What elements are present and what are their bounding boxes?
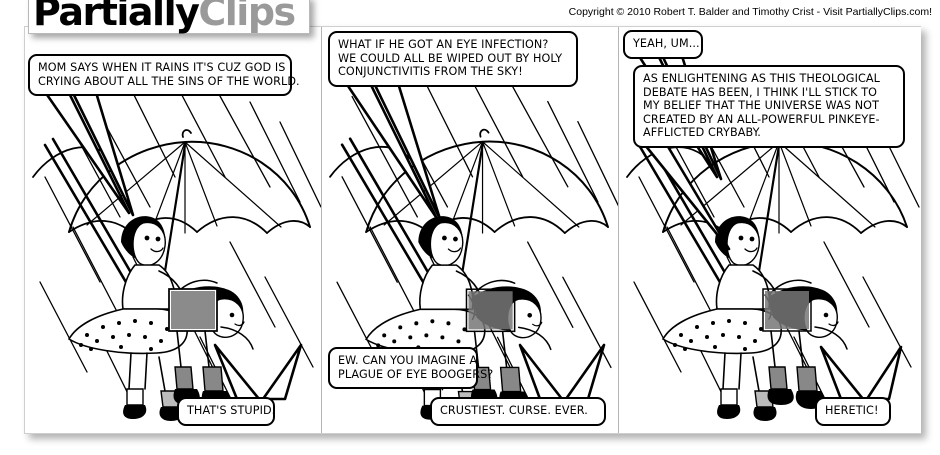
balloon-line: HERETIC! [825, 404, 879, 417]
comic-panel-3: YEAH, UM... AS ENLIGHTENING AS THIS THEO… [618, 27, 921, 433]
speech-balloon-p3-1: YEAH, UM... [623, 30, 703, 59]
balloon-line: MOM SAYS WHEN IT RAINS IT'S CUZ GOD IS [38, 61, 286, 74]
balloon-line: MY BELIEF THAT THE UNIVERSE WAS NOT [643, 99, 880, 113]
balloon-line: CREATED BY AN ALL-POWERFUL PINKEYE- [643, 112, 880, 126]
panel-1-artwork [32, 76, 321, 421]
speech-tail-p1-1 [37, 87, 157, 219]
balloon-line: WHAT IF HE GOT AN EYE INFECTION? [338, 38, 549, 51]
speech-tail-p1-2 [203, 343, 313, 401]
comic-panel-1: MOM SAYS WHEN IT RAINS IT'S CUZ GOD IS C… [25, 27, 321, 433]
speech-balloon-p1-1: MOM SAYS WHEN IT RAINS IT'S CUZ GOD IS C… [28, 54, 300, 97]
logo-primary-text: Partially [33, 0, 200, 34]
comic-strip-frame: MOM SAYS WHEN IT RAINS IT'S CUZ GOD IS C… [24, 26, 921, 434]
balloon-line: PLAGUE OF EYE BOOGERS? [338, 367, 494, 381]
balloon-line: AFFLICTED CRYBABY. [643, 126, 761, 140]
speech-balloon-p2-1: WHAT IF HE GOT AN EYE INFECTION? WE COUL… [328, 31, 578, 87]
speech-balloon-p3-3: HERETIC! [815, 397, 891, 426]
balloon-line: YEAH, UM... [633, 37, 700, 50]
speech-tail-p3-3 [815, 345, 921, 401]
balloon-line: WE COULD ALL BE WIPED OUT BY HOLY [338, 51, 563, 65]
balloon-line: EW. CAN YOU IMAGINE A [338, 354, 478, 367]
comic-panel-2: WHAT IF HE GOT AN EYE INFECTION? WE COUL… [321, 27, 619, 433]
balloon-line: CONJUNCTIVITIS FROM THE SKY! [338, 65, 523, 79]
speech-balloon-p1-2: THAT'S STUPID. [177, 397, 275, 426]
speech-balloon-p3-2: AS ENLIGHTENING AS THIS THEOLOGICAL DEBA… [633, 65, 905, 148]
balloon-line: CRYING ABOUT ALL THE SINS OF THE WORLD. [38, 74, 300, 88]
balloon-line: THAT'S STUPID. [187, 404, 276, 417]
balloon-line: AS ENLIGHTENING AS THIS THEOLOGICAL [643, 72, 880, 85]
panel-3-artwork [626, 76, 920, 421]
balloon-line: DEBATE HAS BEEN, I THINK I'LL STICK TO [643, 85, 878, 99]
partiallyclips-logo: PartiallyClips [28, 0, 310, 34]
speech-tail-p2-1 [342, 81, 472, 223]
speech-tail-p3-2 [641, 143, 761, 255]
speech-tail-p2-3 [512, 343, 619, 401]
speech-balloon-p2-2: EW. CAN YOU IMAGINE A PLAGUE OF EYE BOOG… [328, 347, 494, 390]
logo-secondary-text: Clips [198, 0, 296, 34]
copyright-notice: Copyright © 2010 Robert T. Balder and Ti… [568, 6, 932, 18]
logo-wordmark: PartiallyClips [33, 0, 296, 34]
balloon-line: CRUSTIEST. CURSE. EVER. [440, 404, 588, 417]
speech-balloon-p2-3: CRUSTIEST. CURSE. EVER. [430, 397, 606, 426]
